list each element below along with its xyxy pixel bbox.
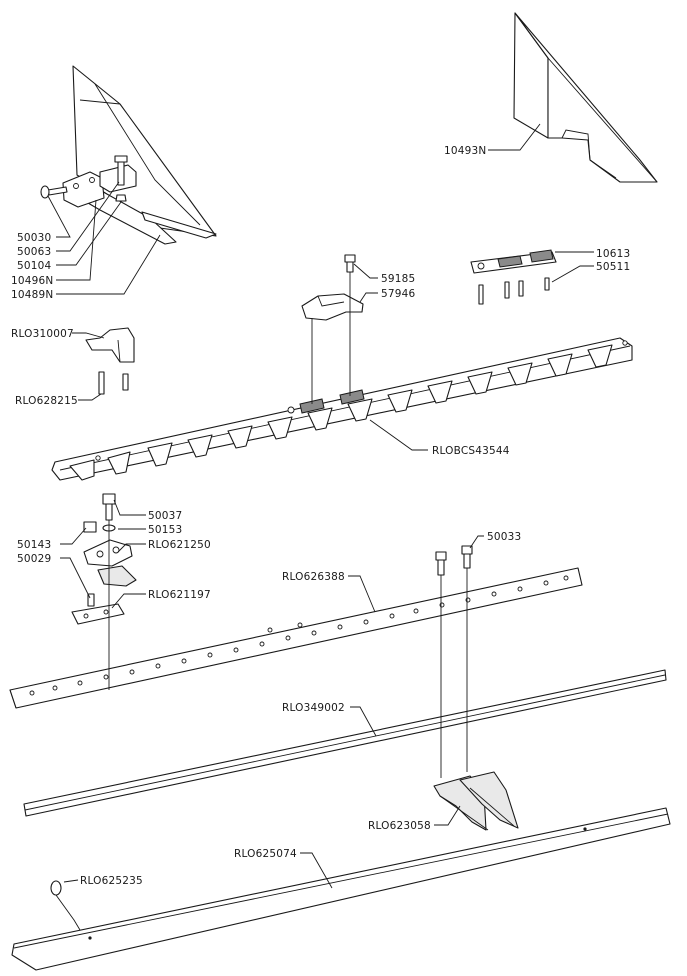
label-50033: 50033 (487, 531, 521, 543)
leader-lines (47, 123, 594, 889)
label-RLO626388: RLO626388 (282, 571, 345, 583)
part-RLO621197 (71, 603, 125, 625)
part-RLO310007 (85, 327, 135, 363)
label-50030: 50030 (17, 232, 51, 244)
label-10493N: 10493N (444, 145, 486, 157)
part-50143-nut (83, 521, 97, 533)
part-RLOBCS43544 (51, 337, 633, 481)
part-RLO625074 (11, 807, 671, 971)
part-50033 (435, 545, 473, 576)
label-RLO623058: RLO623058 (368, 820, 431, 832)
part-57946 (301, 293, 364, 321)
part-50030-bolt (40, 185, 68, 199)
label-50143: 50143 (17, 539, 51, 551)
part-59185 (344, 254, 356, 273)
part-labels: 10493N 50030 50063 50104 10496N 10489N 5… (11, 145, 630, 887)
part-RLO628215 (98, 371, 129, 395)
label-50511: 50511 (596, 261, 630, 273)
label-RLO349002: RLO349002 (282, 702, 345, 714)
part-RLO623058 (433, 771, 519, 831)
label-10496N: 10496N (11, 275, 53, 287)
label-RLO625235: RLO625235 (80, 875, 143, 887)
label-50063: 50063 (17, 246, 51, 258)
label-50104: 50104 (17, 260, 52, 272)
part-50037-bolt (102, 493, 116, 521)
label-59185: 59185 (381, 273, 415, 285)
part-50511-screws (478, 277, 550, 305)
label-50037: 50037 (148, 510, 182, 522)
part-10493N (513, 12, 658, 183)
part-RLO626388 (9, 567, 583, 709)
label-RLO628215: RLO628215 (15, 395, 78, 407)
label-RLO625074: RLO625074 (234, 848, 297, 860)
label-RLO310007: RLO310007 (11, 328, 74, 340)
part-RLO625235 (50, 880, 81, 931)
label-RLO621197: RLO621197 (148, 589, 211, 601)
label-RLO621250: RLO621250 (148, 539, 211, 551)
assembly-lines (108, 272, 468, 778)
part-RLO621250 (83, 539, 137, 587)
label-50029: 50029 (17, 553, 51, 565)
part-10496N (62, 164, 137, 208)
label-50153: 50153 (148, 524, 182, 536)
label-10613: 10613 (596, 248, 630, 260)
part-50104-nut (115, 194, 127, 202)
label-57946: 57946 (381, 288, 416, 300)
label-RLOBCS43544: RLOBCS43544 (432, 445, 510, 457)
part-10613 (470, 249, 557, 274)
part-RLO349002 (23, 669, 667, 817)
part-50063-bolt (114, 155, 128, 186)
label-10489N: 10489N (11, 289, 53, 301)
